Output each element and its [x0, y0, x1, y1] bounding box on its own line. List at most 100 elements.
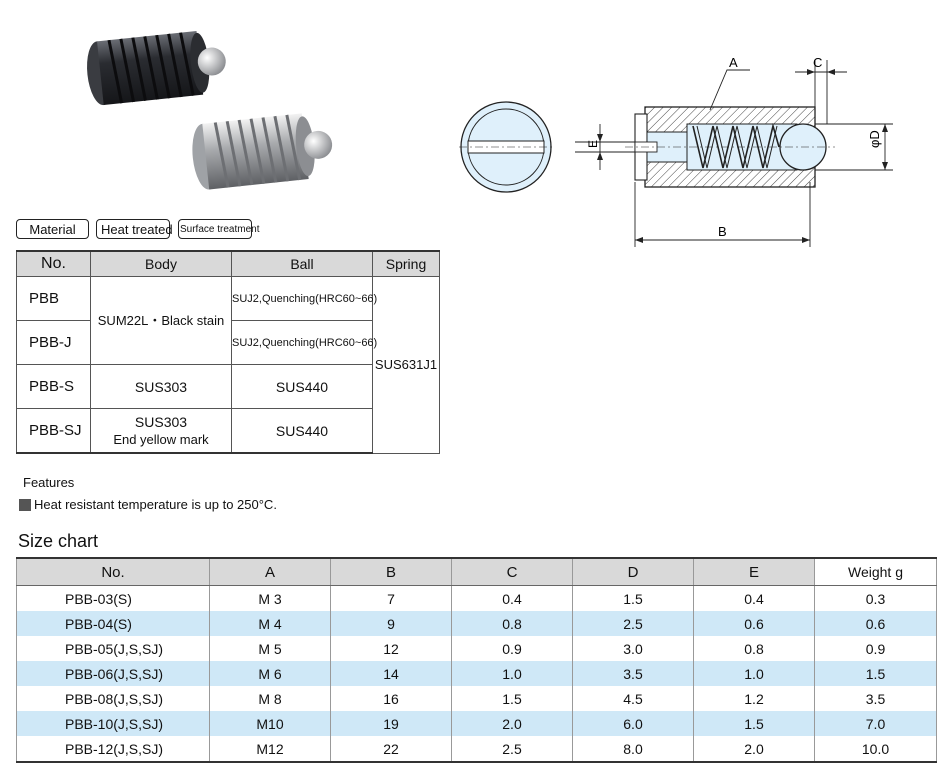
header-no: No. — [16, 250, 91, 277]
cell-weight: 0.9 — [814, 636, 937, 661]
cell-d: 2.5 — [572, 611, 694, 636]
cell-ball: SUS440 — [231, 364, 373, 409]
tag-material[interactable]: Material — [16, 219, 89, 239]
section-view-icon — [625, 106, 835, 188]
cell-e: 2.0 — [693, 736, 815, 763]
header-no: No. — [16, 557, 210, 586]
cell-a: M 8 — [209, 686, 331, 711]
table-row: PBB-J SUJ2,Quenching(HRC60~66) — [16, 320, 440, 365]
features-title: Features — [23, 475, 75, 490]
cell-d: 3.5 — [572, 661, 694, 686]
product-photo — [87, 30, 333, 190]
dim-label-a: A — [729, 55, 738, 70]
cell-no: PBB-04(S) — [16, 611, 210, 636]
silver-plunger-image — [192, 113, 333, 190]
cell-c: 0.4 — [451, 585, 573, 611]
cell-a: M 5 — [209, 636, 331, 661]
cell-no: PBB-10(J,S,SJ) — [16, 711, 210, 736]
table-row: PBB-SJ SUS303 End yellow mark SUS440 — [16, 408, 440, 454]
cell-no: PBB-08(J,S,SJ) — [16, 686, 210, 711]
cell-no: PBB-12(J,S,SJ) — [16, 736, 210, 763]
cell-c: 0.9 — [451, 636, 573, 661]
cell-no: PBB-06(J,S,SJ) — [16, 661, 210, 686]
technical-drawing: A B C E φD — [459, 55, 893, 247]
cell-e: 1.2 — [693, 686, 815, 711]
cell-a: M 4 — [209, 611, 331, 636]
cell-e: 0.4 — [693, 585, 815, 611]
cell-no: PBB-03(S) — [16, 585, 210, 611]
cell-e: 1.5 — [693, 711, 815, 736]
header-e: E — [693, 557, 815, 586]
cell-no: PBB — [16, 276, 91, 321]
header-ball: Ball — [231, 250, 373, 277]
material-table: No. Body Ball Spring PBB SUM22L・Black st… — [16, 250, 440, 454]
square-bullet-icon — [19, 498, 31, 511]
black-plunger-image — [87, 30, 226, 106]
cell-c: 2.5 — [451, 736, 573, 763]
table-row: PBB-S SUS303 SUS440 — [16, 364, 440, 409]
cell-d: 1.5 — [572, 585, 694, 611]
cell-a: M 3 — [209, 585, 331, 611]
cell-b: 7 — [330, 585, 452, 611]
cell-b: 14 — [330, 661, 452, 686]
cell-d: 4.5 — [572, 686, 694, 711]
cell-body: SUS303 End yellow mark — [90, 408, 232, 454]
tag-surface-treatment[interactable]: Surface treatment — [178, 219, 259, 239]
dim-label-e: E — [586, 140, 600, 148]
header-c: C — [451, 557, 573, 586]
cell-c: 2.0 — [451, 711, 573, 736]
feature-text: Heat resistant temperature is up to 250°… — [34, 497, 277, 512]
cell-weight: 0.6 — [814, 611, 937, 636]
cell-body: SUS303 — [90, 364, 232, 409]
cell-c: 0.8 — [451, 611, 573, 636]
cell-e: 0.8 — [693, 636, 815, 661]
cell-weight: 10.0 — [814, 736, 937, 763]
cell-body-line2: End yellow mark — [113, 431, 209, 447]
cell-weight: 1.5 — [814, 661, 937, 686]
feature-item: Heat resistant temperature is up to 250°… — [19, 497, 277, 512]
dim-label-d: φD — [867, 130, 882, 148]
cell-b: 12 — [330, 636, 452, 661]
cell-no: PBB-J — [16, 320, 91, 365]
cell-b: 16 — [330, 686, 452, 711]
cell-b: 19 — [330, 711, 452, 736]
end-view-icon — [459, 101, 553, 193]
cell-b: 22 — [330, 736, 452, 763]
cell-no: PBB-S — [16, 364, 91, 409]
cell-spring: SUS631J1 — [372, 276, 440, 454]
cell-ball: SUS440 — [231, 408, 373, 454]
cell-a: M10 — [209, 711, 331, 736]
cell-no: PBB-SJ — [16, 408, 91, 454]
cell-body-line1: SUS303 — [134, 413, 188, 430]
cell-c: 1.5 — [451, 686, 573, 711]
cell-e: 0.6 — [693, 611, 815, 636]
cell-a: M12 — [209, 736, 331, 763]
header-weight: Weight g — [814, 557, 937, 586]
header-b: B — [330, 557, 452, 586]
cell-d: 3.0 — [572, 636, 694, 661]
header-d: D — [572, 557, 694, 586]
tag-heat-treated[interactable]: Heat treated — [96, 219, 173, 239]
header-spring: Spring — [372, 250, 440, 277]
cell-d: 8.0 — [572, 736, 694, 763]
header-body: Body — [90, 250, 232, 277]
cell-ball: SUJ2,Quenching(HRC60~66) — [231, 320, 377, 365]
cell-weight: 0.3 — [814, 585, 937, 611]
size-table-header: No. A B C D E Weight g — [16, 557, 937, 586]
cell-weight: 3.5 — [814, 686, 937, 711]
cell-c: 1.0 — [451, 661, 573, 686]
cell-b: 9 — [330, 611, 452, 636]
table-row: PBB SUM22L・Black stain SUJ2,Quenching(HR… — [16, 276, 440, 454]
header-a: A — [209, 557, 331, 586]
cell-d: 6.0 — [572, 711, 694, 736]
dim-label-b: B — [718, 224, 727, 239]
material-table-header: No. Body Ball Spring — [16, 250, 440, 277]
